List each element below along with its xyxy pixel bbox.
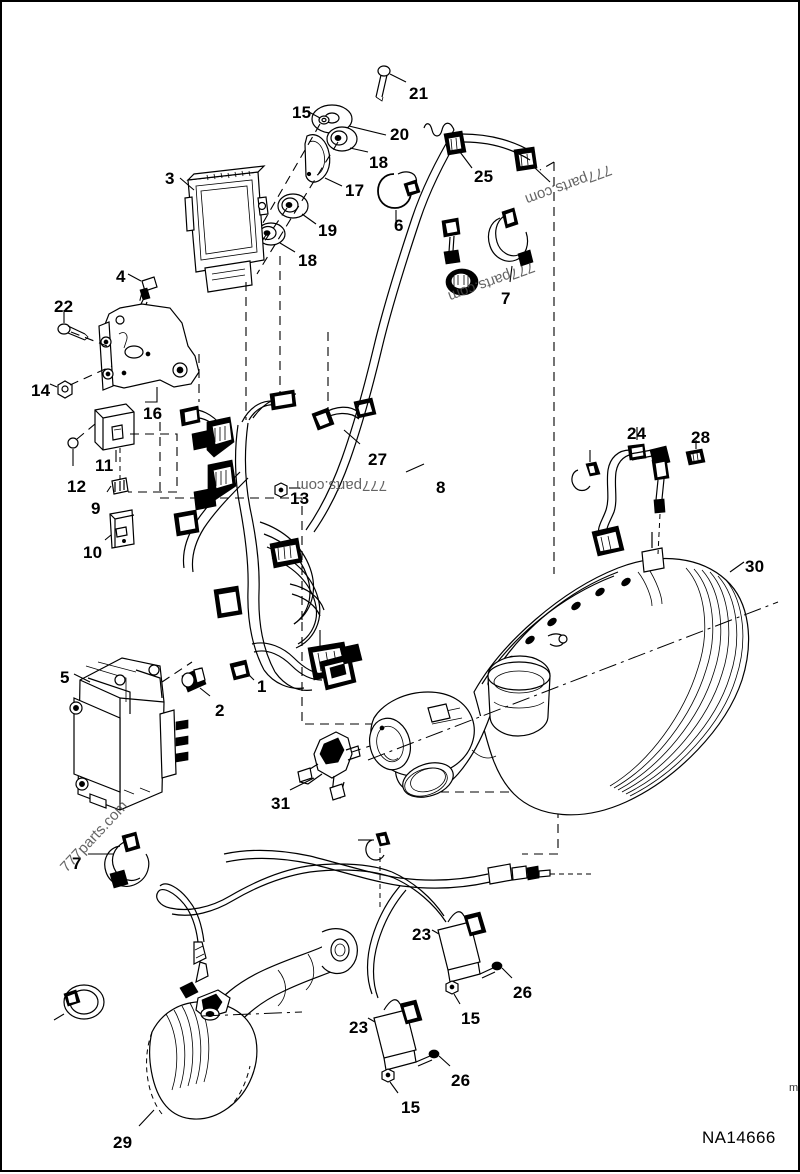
callout-11: 11 xyxy=(95,456,114,475)
callout-18-b: 18 xyxy=(298,251,318,270)
harness-jumper-center xyxy=(251,642,363,691)
callout-18: 18 xyxy=(369,153,389,172)
callout-25: 25 xyxy=(474,167,494,186)
part-13-nut xyxy=(274,482,300,498)
part-18-grommet-top xyxy=(326,126,369,153)
assembly-line-loop xyxy=(160,497,303,622)
part-7-cable-tie-lower xyxy=(88,831,150,889)
callout-26-b: 26 xyxy=(451,1071,471,1090)
callout-24: 24 xyxy=(627,424,647,443)
part-20-washer xyxy=(311,104,387,136)
callout-13: 13 xyxy=(290,489,310,508)
watermark-777parts-3: 777parts.com xyxy=(296,477,387,494)
callout-30: 30 xyxy=(745,557,765,576)
callout-15-b: 15 xyxy=(461,1009,481,1028)
assembly-line-bottom xyxy=(440,791,559,855)
part-9-retaining-clip xyxy=(106,444,129,495)
lambda-sensor-left xyxy=(156,863,395,984)
callout-12: 12 xyxy=(67,477,87,496)
assembly-line-right-top xyxy=(539,161,555,171)
part-31-dosing-injector xyxy=(289,731,383,801)
callout-23: 23 xyxy=(412,925,432,944)
callout-6: 6 xyxy=(394,216,404,235)
callout-15-c: 15 xyxy=(401,1098,421,1117)
callout-14: 14 xyxy=(31,381,51,400)
harness-top-run-b xyxy=(463,141,531,161)
part-29-exhaust-inlet-elbow xyxy=(138,928,358,1127)
drawing-number: NA14666 xyxy=(702,1128,776,1147)
part-1-hose-clamp-lower xyxy=(53,984,105,1021)
part-12-bolt xyxy=(67,413,108,466)
part-6-hose-clamp xyxy=(377,171,421,226)
callout-4: 4 xyxy=(116,267,126,286)
callout-23-b: 23 xyxy=(349,1018,369,1037)
wiring-harness-main xyxy=(173,389,351,691)
callout-31: 31 xyxy=(271,794,291,813)
callout-19: 19 xyxy=(318,221,338,240)
part-3-engine-control-unit xyxy=(179,165,269,293)
part-22-bolt xyxy=(57,310,108,347)
callout-15: 15 xyxy=(292,103,312,122)
part-25-harness-clips xyxy=(443,130,551,183)
callout-9: 9 xyxy=(91,499,101,518)
callout-17: 17 xyxy=(345,181,365,200)
harness-top-run-a xyxy=(461,133,533,153)
part-24-pressure-sensor-hose xyxy=(591,427,671,557)
part-28-clip-retainer xyxy=(685,440,706,466)
callout-27: 27 xyxy=(368,450,388,469)
part-17-bracket-strap xyxy=(304,134,343,187)
part-1-cable-tie-c xyxy=(358,831,391,908)
callout-7: 7 xyxy=(501,289,511,308)
callout-1: 1 xyxy=(257,677,267,696)
callout-26: 26 xyxy=(513,983,533,1002)
bottom-harness xyxy=(223,849,594,999)
callout-28: 28 xyxy=(691,428,711,447)
part-16-ecu-mounting-plate xyxy=(98,303,200,403)
part-21-bolt xyxy=(375,65,407,102)
part-1-cable-tie-a xyxy=(229,659,255,681)
callout-22: 22 xyxy=(54,297,74,316)
callout-21: 21 xyxy=(409,84,429,103)
part-23-sensor-module-lower xyxy=(367,999,451,1094)
part-7-cable-tie-upper xyxy=(487,207,534,283)
callout-8: 8 xyxy=(436,478,446,497)
part-2-mount-clip xyxy=(181,667,211,697)
part-11-relay xyxy=(94,403,178,493)
edge-mark: m xyxy=(789,1082,799,1094)
callout-5: 5 xyxy=(60,668,70,687)
callout-16: 16 xyxy=(143,404,163,423)
callout-3: 3 xyxy=(165,169,175,188)
part-15-washer xyxy=(308,111,330,125)
part-10-mounting-bracket-small xyxy=(104,509,135,549)
part-30-dpf-muffler-assembly xyxy=(367,532,779,816)
part-14-nut xyxy=(49,365,113,399)
part-8-harness-line xyxy=(305,122,479,533)
part-1-cable-tie-b xyxy=(571,450,601,492)
callout-2: 2 xyxy=(215,701,225,720)
part-23-sensor-module-upper xyxy=(431,911,513,1005)
assembly-line-to-dpf xyxy=(301,622,438,725)
callout-20: 20 xyxy=(390,125,410,144)
part-27-connector-jumper xyxy=(311,397,377,445)
callout-10: 10 xyxy=(83,543,103,562)
callout-29: 29 xyxy=(113,1133,133,1152)
callout-7-lower: 7 xyxy=(72,854,82,873)
part-5-dpf-control-module xyxy=(69,657,193,811)
assembly-axis-b xyxy=(256,141,339,275)
